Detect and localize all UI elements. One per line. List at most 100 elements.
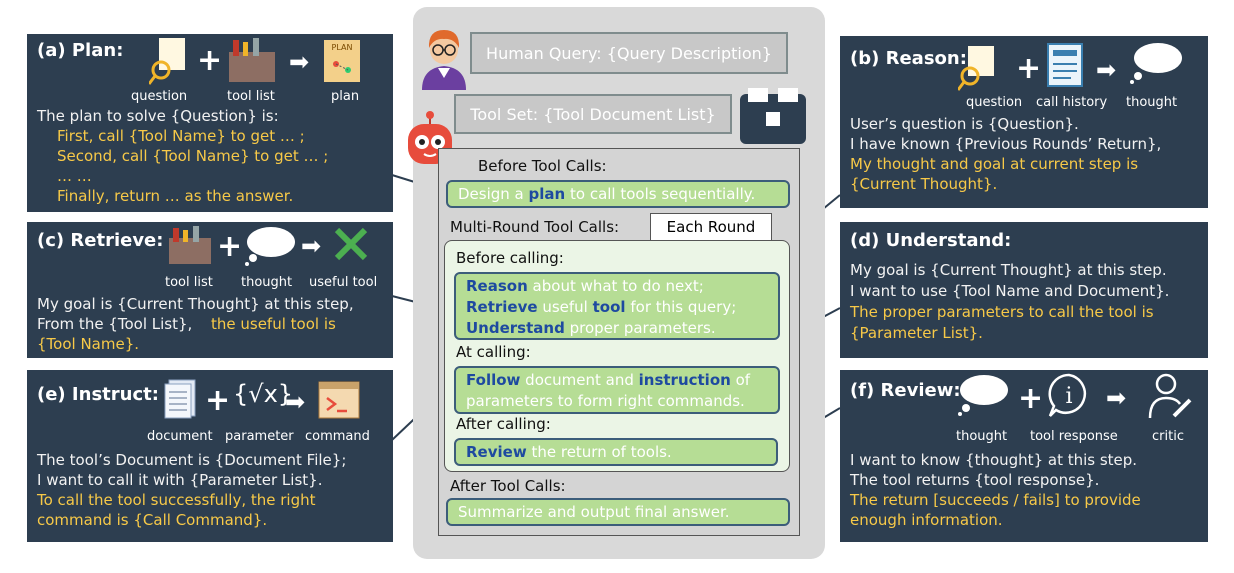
understand-line-2: I want to use {Tool Name and Document}. — [850, 282, 1170, 300]
understand-line-3: The proper parameters to call the tool i… — [850, 303, 1154, 321]
understand-line-4: {Parameter List}. — [850, 324, 983, 342]
plan-step-box: Design a plan to call tools sequentially… — [446, 180, 790, 208]
after-calling-label: After calling: — [456, 415, 551, 433]
before-calling-box: Reason about what to do next; Retrieve u… — [454, 272, 780, 340]
summarize-box: Summarize and output final answer. — [446, 498, 790, 526]
arrow-icon: ➡ — [301, 232, 322, 260]
instruct-caption-document: document — [147, 429, 213, 444]
retrieve-panel: (c) Retrieve: + ➡ tool list thought usef… — [27, 222, 393, 358]
retrieve-caption-useful-tool: useful tool — [309, 275, 378, 290]
toolbox-icon — [740, 88, 806, 144]
reason-line-3: My thought and goal at current step is — [850, 155, 1139, 173]
plan-caption-question: question — [131, 89, 188, 104]
instruct-panel: (e) Instruct: + {√x} ➡ document paramete… — [27, 370, 393, 542]
thought-cloud-icon — [958, 375, 1008, 416]
understand-panel: (d) Understand: My goal is {Current Thou… — [840, 222, 1208, 358]
understand-line-1: My goal is {Current Thought} at this ste… — [850, 261, 1167, 279]
at-calling-label: At calling: — [456, 343, 531, 361]
plan-line-4: … … — [57, 167, 92, 185]
thought-cloud-icon — [1130, 43, 1182, 84]
plus-icon: + — [217, 229, 243, 264]
review-keyword: Review — [466, 443, 527, 461]
plan-line-5: Finally, return … as the answer. — [57, 187, 294, 205]
after-tool-calls-label: After Tool Calls: — [450, 477, 566, 495]
review-line-3: The return [succeeds / fails] to provide — [850, 491, 1141, 509]
follow-rest: of — [735, 371, 751, 389]
review-caption-thought: thought — [956, 429, 1008, 444]
before-tool-calls-label: Before Tool Calls: — [478, 157, 607, 175]
plus-icon: + — [1016, 51, 1042, 86]
review-line-2: The tool returns {tool response}. — [850, 471, 1100, 489]
at-calling-box: Follow document and instruction of param… — [454, 366, 780, 414]
each-round-tab: Each Round — [650, 213, 772, 241]
question-icon — [958, 46, 994, 91]
review-rest: the return of tools. — [531, 443, 672, 461]
reason-line-2: I have known {Previous Rounds’ Return}, — [850, 135, 1162, 153]
instruct-caption-parameter: parameter — [225, 429, 294, 444]
human-avatar-icon — [422, 30, 466, 90]
reason-panel: (b) Reason: + ➡ question call history th… — [840, 36, 1208, 208]
follow-mid: document and — [525, 371, 634, 389]
review-title: (f) Review: — [850, 380, 961, 401]
retrieve-tool-keyword: tool — [592, 298, 626, 316]
plan-icon: PLAN — [324, 40, 360, 82]
tool-set-box: Tool Set: {Tool Document List} — [454, 94, 732, 134]
review-line-1: I want to know {thought} at this step. — [850, 451, 1138, 469]
multi-round-label: Multi-Round Tool Calls: — [450, 218, 620, 236]
instruct-caption-command: command — [305, 429, 370, 444]
instruct-line-1: The tool’s Document is {Document File}; — [37, 451, 347, 469]
instruct-line-3: To call the tool successfully, the right — [37, 491, 316, 509]
document-icon — [164, 379, 196, 419]
reason-line-4: {Current Thought}. — [850, 175, 998, 193]
reason-rest: about what to do next; — [532, 277, 704, 295]
plus-icon: + — [205, 383, 231, 418]
plan-title: (a) Plan: — [37, 40, 124, 61]
retrieve-title: (c) Retrieve: — [37, 230, 164, 251]
useful-tool-icon — [334, 227, 368, 261]
plan-step-keyword: plan — [528, 185, 566, 203]
follow-keyword: Follow — [466, 371, 521, 389]
instruct-title: (e) Instruct: — [37, 384, 159, 405]
call-history-icon — [1047, 43, 1083, 87]
info-icon-glyph: i — [1065, 384, 1072, 409]
retrieve-caption-tool-list: tool list — [165, 275, 213, 290]
review-panel: (f) Review: + i ➡ thought tool response … — [840, 370, 1208, 542]
tool-set-text: Tool Set: {Tool Document List} — [470, 104, 716, 124]
plan-line-2: First, call {Tool Name} to get … ; — [57, 127, 305, 145]
human-query-box: Human Query: {Query Description} — [470, 32, 788, 74]
review-caption-critic: critic — [1152, 429, 1184, 444]
retrieve-line-2: From the {Tool List}, — [37, 315, 193, 333]
plus-icon: + — [1018, 381, 1044, 416]
retrieve-line-3: the useful tool is — [211, 315, 336, 333]
arrow-icon: ➡ — [1096, 56, 1117, 84]
retrieve-line-1: My goal is {Current Thought} at this ste… — [37, 295, 354, 313]
reason-caption-call-history: call history — [1036, 95, 1108, 110]
summarize-text: Summarize and output final answer. — [458, 503, 730, 521]
plus-icon: + — [197, 43, 223, 78]
arrow-icon: ➡ — [285, 388, 306, 416]
question-icon — [149, 38, 185, 85]
each-round-text: Each Round — [666, 218, 756, 236]
arrow-icon: ➡ — [289, 48, 310, 76]
plan-step-pre: Design a — [458, 185, 524, 203]
command-terminal-icon — [318, 381, 360, 419]
toolbox-list-icon — [229, 38, 275, 82]
arrow-icon: ➡ — [1106, 384, 1127, 412]
retrieve-caption-thought: thought — [241, 275, 293, 290]
instruct-line-4: command is {Call Command}. — [37, 511, 268, 529]
plan-step-post: to call tools sequentially. — [570, 185, 756, 203]
reason-line-1: User’s question is {Question}. — [850, 115, 1079, 133]
understand-title: (d) Understand: — [850, 230, 1012, 251]
thought-cloud-icon — [245, 227, 295, 266]
plan-panel: (a) Plan: + ➡ PLAN question tool list pl… — [27, 34, 393, 212]
reason-keyword: Reason — [466, 277, 528, 295]
review-line-4: enough information. — [850, 511, 1003, 529]
parameter-icon: {√x} — [233, 380, 294, 408]
plan-caption-plan: plan — [331, 89, 360, 104]
follow-line2: parameters to form right commands. — [466, 392, 745, 410]
toolbox-list-icon — [169, 226, 211, 264]
reason-title: (b) Reason: — [850, 48, 967, 69]
reason-caption-question: question — [966, 95, 1023, 110]
reason-caption-thought: thought — [1126, 95, 1178, 110]
retrieve-rest: for this query; — [630, 298, 737, 316]
